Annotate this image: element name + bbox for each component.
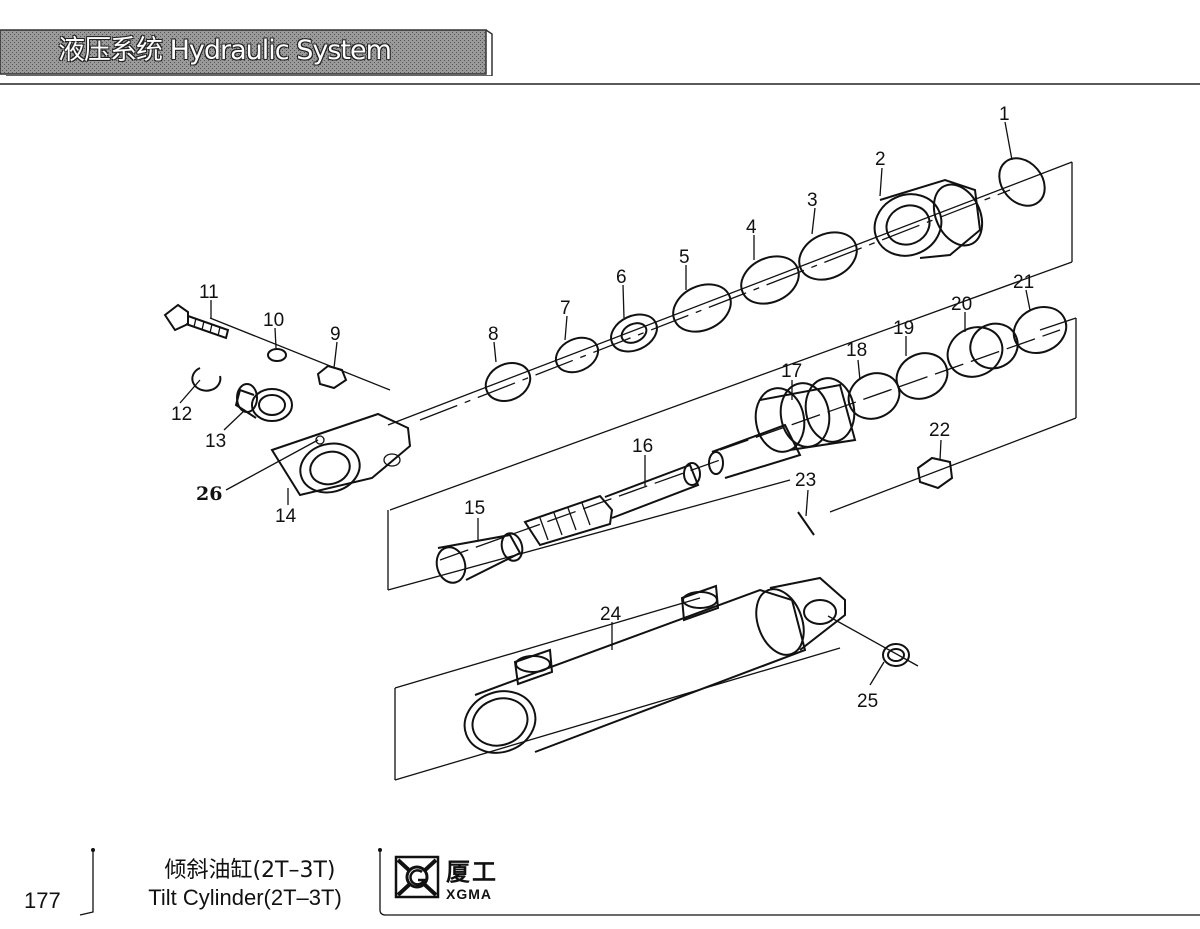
logo-chinese-text: 厦工 [446,858,498,886]
part-11-bolt [163,303,230,340]
part-5-ring [672,283,732,333]
part-3-ring [798,231,858,281]
part-22-nut [916,456,954,490]
part-7-ring [554,336,600,374]
part-label-13: 13 [205,431,226,452]
part-19-ring [895,352,949,400]
part-label-2: 2 [875,149,886,170]
part-16-piston-rod [523,462,701,547]
footer-frame [79,848,1200,916]
part-2-gland-nut [873,178,984,259]
part-label-8: 8 [488,324,499,345]
part-label-26: 26 [196,483,222,505]
part-label-9: 9 [330,324,341,345]
part-21-ring [1012,306,1068,354]
part-label-14: 14 [275,506,297,527]
part-9-nut [316,364,348,390]
part-15-tube [435,532,524,584]
logo-english-text: XGMA [446,886,492,902]
part-label-20: 20 [951,294,972,315]
leader-lines [179,121,1031,686]
part-label-4: 4 [746,217,757,238]
footer-title-chinese: 倾斜油缸(2T–3T) [164,858,336,883]
part-label-10: 10 [263,310,284,331]
header-banner [0,29,493,76]
part-label-12: 12 [171,404,192,425]
part-label-3: 3 [807,190,818,211]
group-frame-upper [387,161,1077,591]
part-label-25: 25 [857,691,878,712]
part-20-sleeve [946,322,1019,378]
part-label-16: 16 [632,436,653,457]
footer-title-english: Tilt Cylinder(2T–3T) [148,885,342,910]
part-label-23: 23 [795,470,816,491]
part-1-o-ring [998,157,1046,207]
part-25-bushing [882,643,910,667]
part-label-19: 19 [893,318,914,339]
part-10-washer [267,348,287,362]
part-label-17: 17 [781,361,802,382]
part-17-piston [708,377,857,479]
part-labels: 1 2 3 4 5 6 7 8 9 10 11 12 13 14 15 16 1… [171,104,1034,712]
part-24-cylinder-barrel [463,576,846,754]
part-label-21: 21 [1013,272,1034,293]
part-23-pin [797,511,815,536]
xgma-logo-mark [394,855,440,899]
part-14-rod-end [270,412,412,497]
part-4-ring [740,255,800,305]
group-frame-lower [394,597,841,781]
part-label-6: 6 [616,267,627,288]
part-label-11: 11 [199,282,219,303]
part-label-24: 24 [600,604,622,625]
part-12-snap-ring [191,367,222,392]
part-label-18: 18 [846,340,867,361]
part-label-1: 1 [999,104,1010,125]
part-label-5: 5 [679,247,690,268]
header-title: 液压系统 Hydraulic System [58,35,392,66]
page-number: 177 [24,888,61,913]
part-label-15: 15 [464,498,485,519]
part-label-7: 7 [560,298,571,319]
part-6-seal [610,313,658,353]
part-label-22: 22 [929,420,950,441]
part-13-bushing [234,383,293,422]
part-8-ring [484,362,532,402]
